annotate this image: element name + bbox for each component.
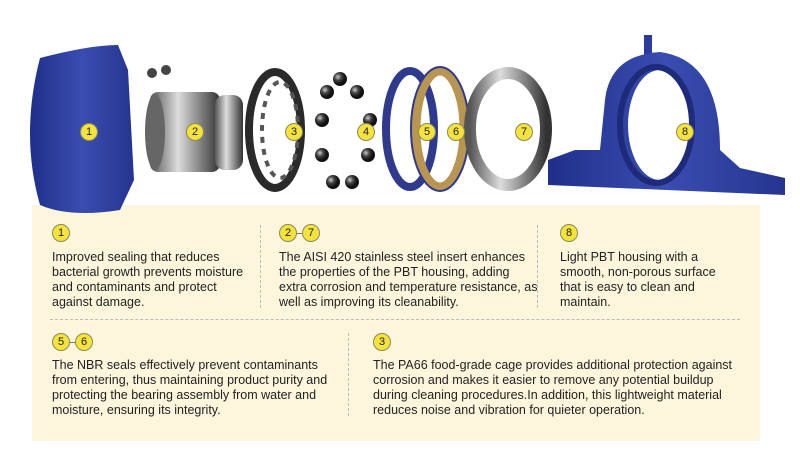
note-badge-7: 7: [302, 224, 320, 242]
note-seals: The NBR seals effectively prevent contam…: [52, 358, 328, 417]
note-badges-2-7: 2 7: [279, 224, 320, 242]
note-sealing: Improved sealing that reduces bacterial …: [52, 250, 244, 309]
component-badge-2: 2: [186, 123, 204, 141]
housing-image: [548, 35, 785, 195]
note-badge-2: 2: [279, 224, 297, 242]
note-badge-6: 6: [75, 333, 93, 351]
divider: [50, 319, 740, 320]
component-badge-7: 7: [515, 123, 533, 141]
outer-ring-image: [464, 67, 552, 191]
component-badge-4: 4: [357, 123, 375, 141]
divider: [348, 333, 349, 416]
balls-image: [315, 72, 377, 189]
note-cage: The PA66 food-grade cage provides additi…: [373, 358, 733, 417]
divider: [537, 225, 538, 308]
component-badge-1: 1: [80, 123, 98, 141]
note-badge-3: 3: [373, 333, 391, 351]
badge-connector: [70, 341, 75, 343]
note-badges-5-6: 5 6: [52, 333, 93, 351]
note-housing: Light PBT housing with a smooth, non-por…: [560, 250, 716, 309]
component-badge-5: 5: [418, 123, 436, 141]
description-panel: [32, 205, 760, 441]
note-badge-5: 5: [52, 333, 70, 351]
component-badge-8: 8: [676, 123, 694, 141]
note-insert: The AISI 420 stainless steel insert enha…: [279, 250, 538, 309]
exploded-bearing-illustration: [30, 35, 785, 214]
component-badge-6: 6: [447, 123, 465, 141]
component-badge-3: 3: [285, 123, 303, 141]
badge-connector: [297, 232, 302, 234]
divider: [260, 225, 261, 308]
note-badge-1: 1: [52, 224, 70, 242]
note-badge-8: 8: [560, 224, 578, 242]
insert-image: [145, 65, 243, 172]
